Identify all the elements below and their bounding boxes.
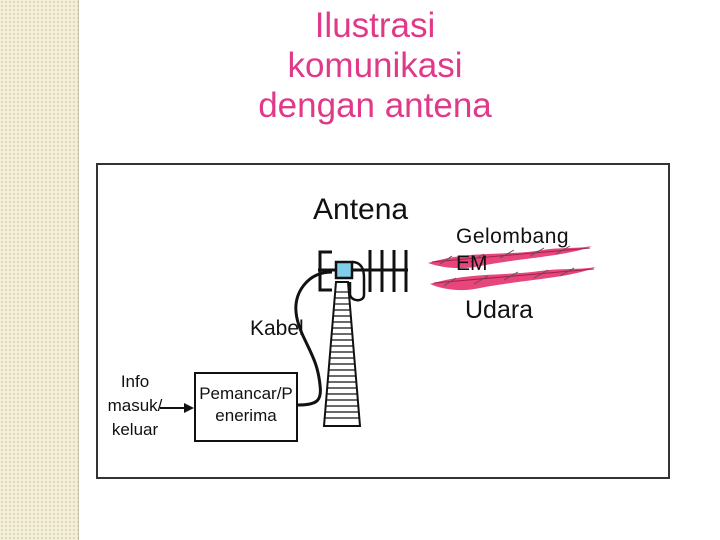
decorative-side-strip bbox=[0, 0, 79, 540]
yagi-antenna bbox=[318, 250, 408, 302]
cable-line bbox=[294, 270, 333, 407]
diagram-frame bbox=[96, 163, 670, 479]
em-label: EM bbox=[456, 252, 488, 275]
info-label: Info masuk/ keluar bbox=[107, 372, 163, 439]
cable-label: Kabel bbox=[250, 317, 304, 340]
wave-label: Gelombang bbox=[456, 225, 570, 248]
antenna-tower bbox=[322, 281, 362, 427]
input-arrow bbox=[160, 403, 194, 413]
em-wave-upper bbox=[428, 245, 592, 269]
title-line-2: komunikasi bbox=[287, 46, 463, 85]
page-title: Ilustrasi komunikasi dengan antena bbox=[200, 6, 550, 126]
antenna-feed-element bbox=[334, 260, 354, 280]
antenna-label: Antena bbox=[313, 193, 409, 226]
transceiver-label: Pemancar/Penerima bbox=[199, 384, 293, 425]
transceiver-box bbox=[194, 372, 298, 442]
title-line-3: dengan antena bbox=[258, 86, 492, 125]
title-line-1: Ilustrasi bbox=[314, 6, 436, 45]
em-wave-lower bbox=[430, 267, 596, 291]
air-label: Udara bbox=[465, 296, 534, 324]
